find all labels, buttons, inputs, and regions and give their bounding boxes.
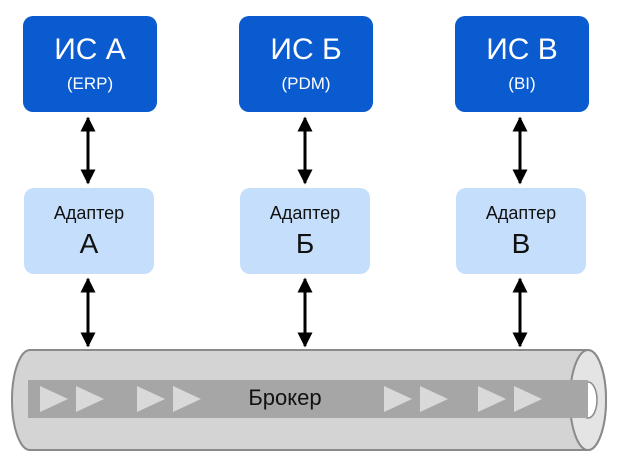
adapter-box-b: Адаптер Б xyxy=(240,188,370,274)
flow-arrows xyxy=(40,386,542,412)
broker-label: Брокер xyxy=(248,385,322,410)
flow-arrow-icon xyxy=(173,386,201,412)
system-title: ИС Б xyxy=(270,33,342,66)
adapter-label: Адаптер xyxy=(53,203,125,223)
flow-arrow-icon xyxy=(478,386,506,412)
adapter-letter: В xyxy=(511,228,531,259)
system-box-b: ИС Б (PDM) xyxy=(239,16,373,112)
adapter-letter: Б xyxy=(295,228,315,259)
system-box-v: ИС В (BI) xyxy=(455,16,589,112)
flow-arrow-icon xyxy=(137,386,165,412)
system-title: ИС В xyxy=(486,33,558,66)
flow-arrow-icon xyxy=(384,386,412,412)
flow-arrow-icon xyxy=(40,386,68,412)
system-subtitle: (ERP) xyxy=(66,74,114,93)
system-title: ИС А xyxy=(54,33,126,66)
adapter-box-a: Адаптер А xyxy=(24,188,154,274)
flow-arrow-icon xyxy=(420,386,448,412)
adapter-label: Адаптер xyxy=(485,203,557,223)
system-subtitle: (BI) xyxy=(508,74,536,93)
flow-arrow-icon xyxy=(76,386,104,412)
flow-arrow-icon xyxy=(514,386,542,412)
adapter-label: Адаптер xyxy=(269,203,341,223)
system-box-a: ИС А (ERP) xyxy=(23,16,157,112)
adapter-box-v: Адаптер В xyxy=(456,188,586,274)
system-subtitle: (PDM) xyxy=(281,74,331,93)
adapter-letter: А xyxy=(79,228,99,259)
